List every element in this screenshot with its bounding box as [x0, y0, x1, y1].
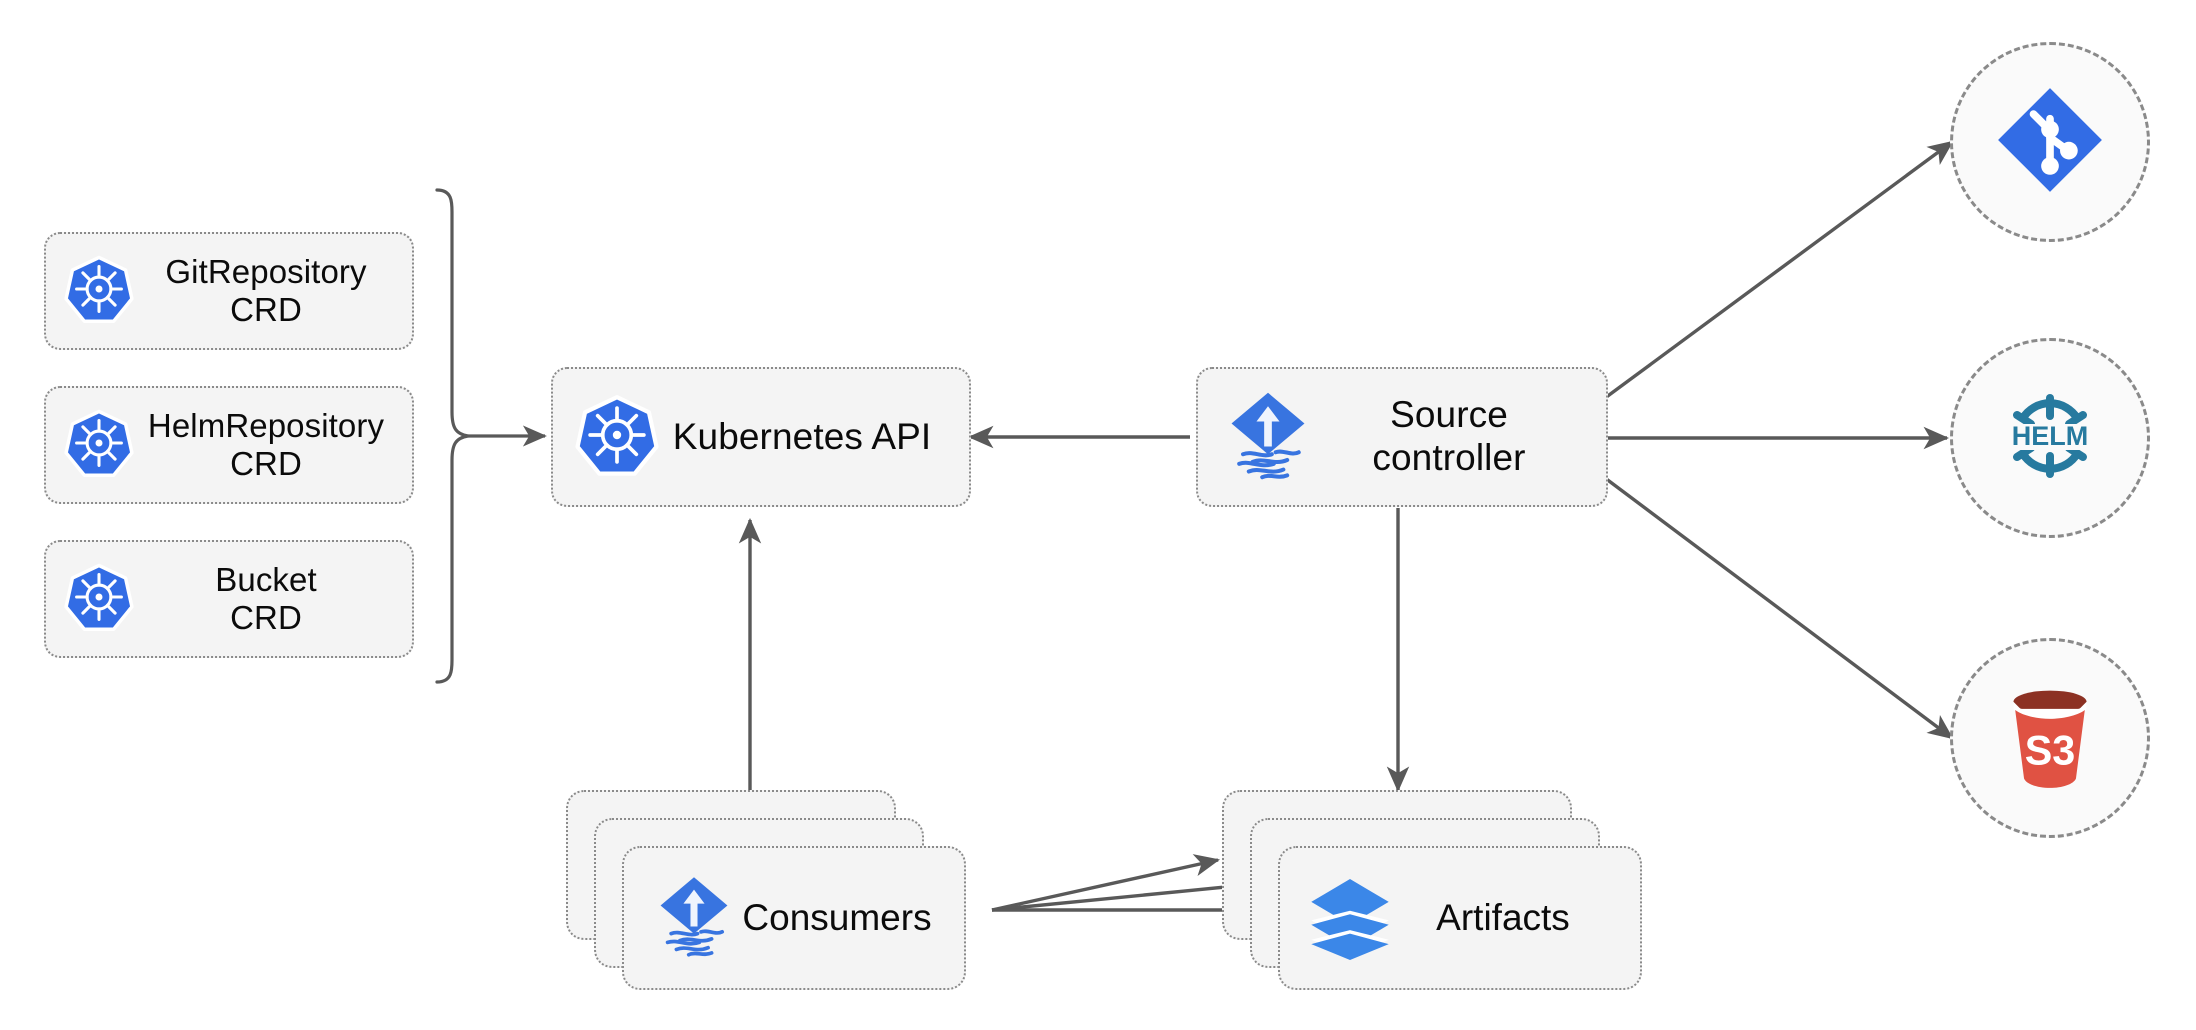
- source-controller-label: Source controller: [1372, 394, 1526, 478]
- kubernetes-icon: [64, 408, 134, 483]
- artifacts-stack[interactable]: Artifacts: [1222, 790, 1642, 990]
- crd-group-brace: [435, 188, 470, 684]
- source-controller-box[interactable]: Source controller: [1196, 367, 1608, 507]
- artifacts-label: Artifacts: [1436, 897, 1570, 938]
- helm-wordmark: HELM: [2012, 421, 2089, 451]
- consumers-stack[interactable]: Consumers: [566, 790, 966, 990]
- edge-consumers-to-artifacts-1: [991, 854, 1220, 912]
- helm-icon: HELM: [1990, 376, 2110, 501]
- edge-consumers-to-artifacts-2: [991, 876, 1249, 912]
- crd-label: GitRepository CRD: [165, 252, 367, 328]
- consumers-label: Consumers: [742, 897, 932, 938]
- git-icon: [1991, 81, 2109, 204]
- kubernetes-icon: [575, 393, 659, 482]
- artifacts-card-front[interactable]: Artifacts: [1278, 846, 1642, 990]
- edge-source-controller-to-git: [1603, 140, 1954, 400]
- s3-circle[interactable]: S3: [1950, 638, 2150, 838]
- s3-wordmark: S3: [2025, 727, 2076, 773]
- flux-icon: [650, 872, 738, 965]
- crd-box-bucket[interactable]: Bucket CRD: [44, 540, 414, 658]
- consumers-card-front[interactable]: Consumers: [622, 846, 966, 990]
- edge-source-controller-to-s3: [1603, 476, 1954, 740]
- git-circle[interactable]: [1950, 42, 2150, 242]
- helm-circle[interactable]: HELM: [1950, 338, 2150, 538]
- kubernetes-icon: [64, 562, 134, 637]
- kubernetes-api-label: Kubernetes API: [672, 415, 932, 457]
- s3-bucket-icon: S3: [1991, 677, 2109, 800]
- crd-label: HelmRepository CRD: [147, 406, 385, 482]
- flux-icon: [1220, 387, 1316, 488]
- crd-label: Bucket CRD: [215, 560, 317, 636]
- crd-box-helmrepository[interactable]: HelmRepository CRD: [44, 386, 414, 504]
- kubernetes-icon: [64, 254, 134, 329]
- kubernetes-api-box[interactable]: Kubernetes API: [551, 367, 971, 507]
- crd-box-gitrepository[interactable]: GitRepository CRD: [44, 232, 414, 350]
- layers-icon: [1306, 872, 1394, 965]
